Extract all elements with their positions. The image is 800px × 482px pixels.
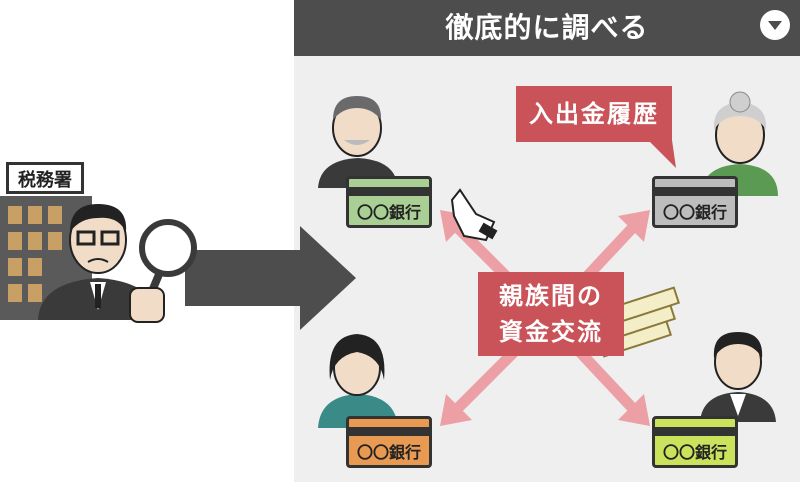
- bank-card-bottom-left: 〇〇銀行: [346, 416, 432, 468]
- big-arrow-icon: [185, 226, 356, 330]
- dropdown-toggle-icon[interactable]: [760, 10, 790, 40]
- bank-card-label: 〇〇銀行: [662, 443, 727, 462]
- bank-card-label: 〇〇銀行: [356, 443, 421, 462]
- family-fund-exchange-tag: 親族間の 資金交流: [478, 272, 624, 356]
- older-man-icon: [318, 96, 398, 188]
- bank-history-tag: 入出金履歴: [516, 86, 672, 142]
- exchange-label-line2: 資金交流: [499, 318, 603, 346]
- exchange-label-line1: 親族間の: [499, 282, 603, 310]
- magnifier-icon: [129, 219, 197, 323]
- woman-icon: [318, 334, 398, 428]
- tax-inspector-icon: [38, 204, 158, 320]
- panel-header: [294, 0, 800, 56]
- young-man-icon: [700, 332, 776, 422]
- bank-card-top-right: 〇〇銀行: [652, 176, 738, 228]
- bank-card-label: 〇〇銀行: [356, 203, 421, 222]
- bank-card-bottom-right: 〇〇銀行: [652, 416, 738, 468]
- bank-card-top-left: 〇〇銀行: [346, 176, 432, 228]
- tax-office-label: 税務署: [6, 162, 84, 194]
- panel-title: 徹底的に調べる: [445, 11, 649, 44]
- bank-card-label: 〇〇銀行: [662, 203, 727, 222]
- pointing-hand-icon: [450, 188, 498, 242]
